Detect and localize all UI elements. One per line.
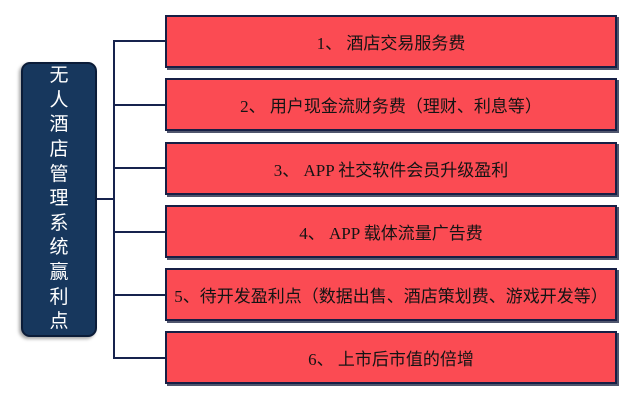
item-label-3: 3、 APP 社交软件会员升级盈利 [273, 161, 509, 180]
root-node-label: 无人酒店管理系统赢利点 [49, 65, 69, 333]
item-node-market-value-multiplication: 6、 上市后市值的倍增 [165, 331, 617, 384]
root-node-profit-points: 无人酒店管理系统赢利点 [21, 62, 97, 337]
connector-stub-6 [115, 357, 165, 359]
connector-stub-3 [115, 167, 165, 169]
connector-stub-1 [115, 40, 165, 42]
connector-root-line [97, 198, 114, 200]
item-label-6: 6、 上市后市值的倍增 [308, 350, 474, 369]
item-label-2: 2、 用户现金流财务费（理财、利息等） [240, 97, 542, 116]
item-node-cashflow-finance-fee: 2、 用户现金流财务费（理财、利息等） [165, 78, 617, 131]
connector-stub-5 [115, 294, 165, 296]
connector-stub-4 [115, 231, 165, 233]
connector-stub-2 [115, 104, 165, 106]
item-node-app-traffic-ads: 4、 APP 载体流量广告费 [165, 205, 617, 258]
item-node-hotel-transaction-fee: 1、 酒店交易服务费 [165, 15, 617, 68]
item-label-1: 1、 酒店交易服务费 [316, 34, 466, 53]
connector-trunk-line [113, 40, 115, 359]
item-node-app-membership-upgrade: 3、 APP 社交软件会员升级盈利 [165, 142, 617, 195]
item-node-future-profit-points: 5、待开发盈利点（数据出售、酒店策划费、游戏开发等） [165, 268, 617, 321]
item-label-5: 5、待开发盈利点（数据出售、酒店策划费、游戏开发等） [174, 287, 608, 306]
item-label-4: 4、 APP 载体流量广告费 [299, 224, 483, 243]
